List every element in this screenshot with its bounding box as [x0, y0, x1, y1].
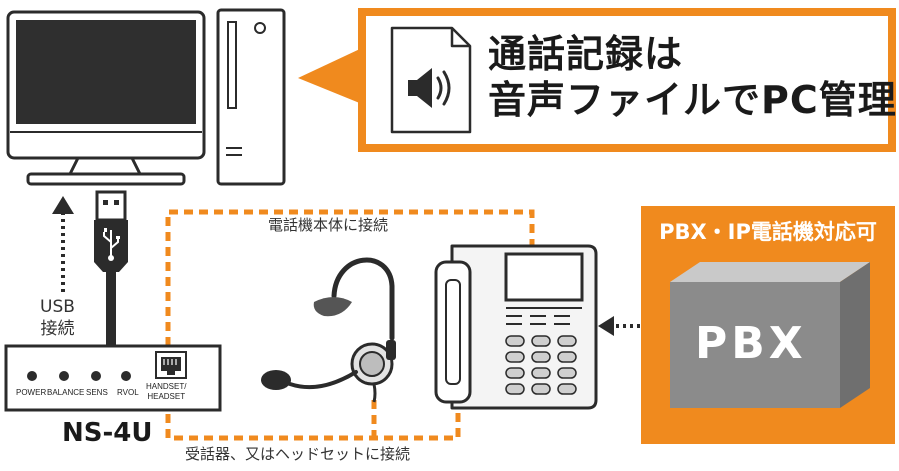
callout-title-line2: 音声ファイルでPC管理	[488, 78, 897, 122]
device-model-label: NS-4U	[62, 418, 153, 448]
usb-arrow-icon	[52, 196, 74, 292]
phone-connection-caption: 電話機本体に接続	[268, 216, 389, 234]
usb-plug-icon	[94, 190, 128, 348]
handset-connection-caption: 受話器、又はヘッドセットに接続	[185, 445, 411, 463]
usb-connection-label: USB 接続	[40, 296, 75, 340]
knob-label-balance: BALANCE	[47, 388, 85, 397]
desk-phone-icon	[434, 244, 598, 410]
knob-label-sens: SENS	[86, 388, 108, 397]
pbx-arrow-icon	[598, 316, 654, 336]
pbx-panel	[641, 206, 895, 444]
knob-label-rvol: RVOL	[117, 388, 139, 397]
port-label: HANDSET/ HEADSET	[146, 382, 186, 402]
pbx-compatibility-heading: PBX・IP電話機対応可	[659, 220, 877, 244]
pc-tower-icon	[216, 8, 286, 186]
usb-label-line2: 接続	[40, 319, 75, 339]
port-label-line2: HEADSET	[147, 392, 186, 401]
monitor-icon	[6, 10, 206, 186]
ns4u-device	[4, 344, 222, 412]
knob-label-power: POWER	[16, 388, 47, 397]
headset-icon	[261, 257, 396, 403]
dashed-wire	[165, 209, 535, 441]
pbx-box-label: PBX	[695, 318, 807, 369]
callout-title-line1: 通話記録は	[488, 32, 684, 76]
speaker-icon	[390, 26, 472, 134]
usb-label-line1: USB	[40, 297, 75, 317]
callout-title: 通話記録は 音声ファイルでPC管理	[488, 31, 897, 123]
port-label-line1: HANDSET/	[146, 382, 187, 391]
